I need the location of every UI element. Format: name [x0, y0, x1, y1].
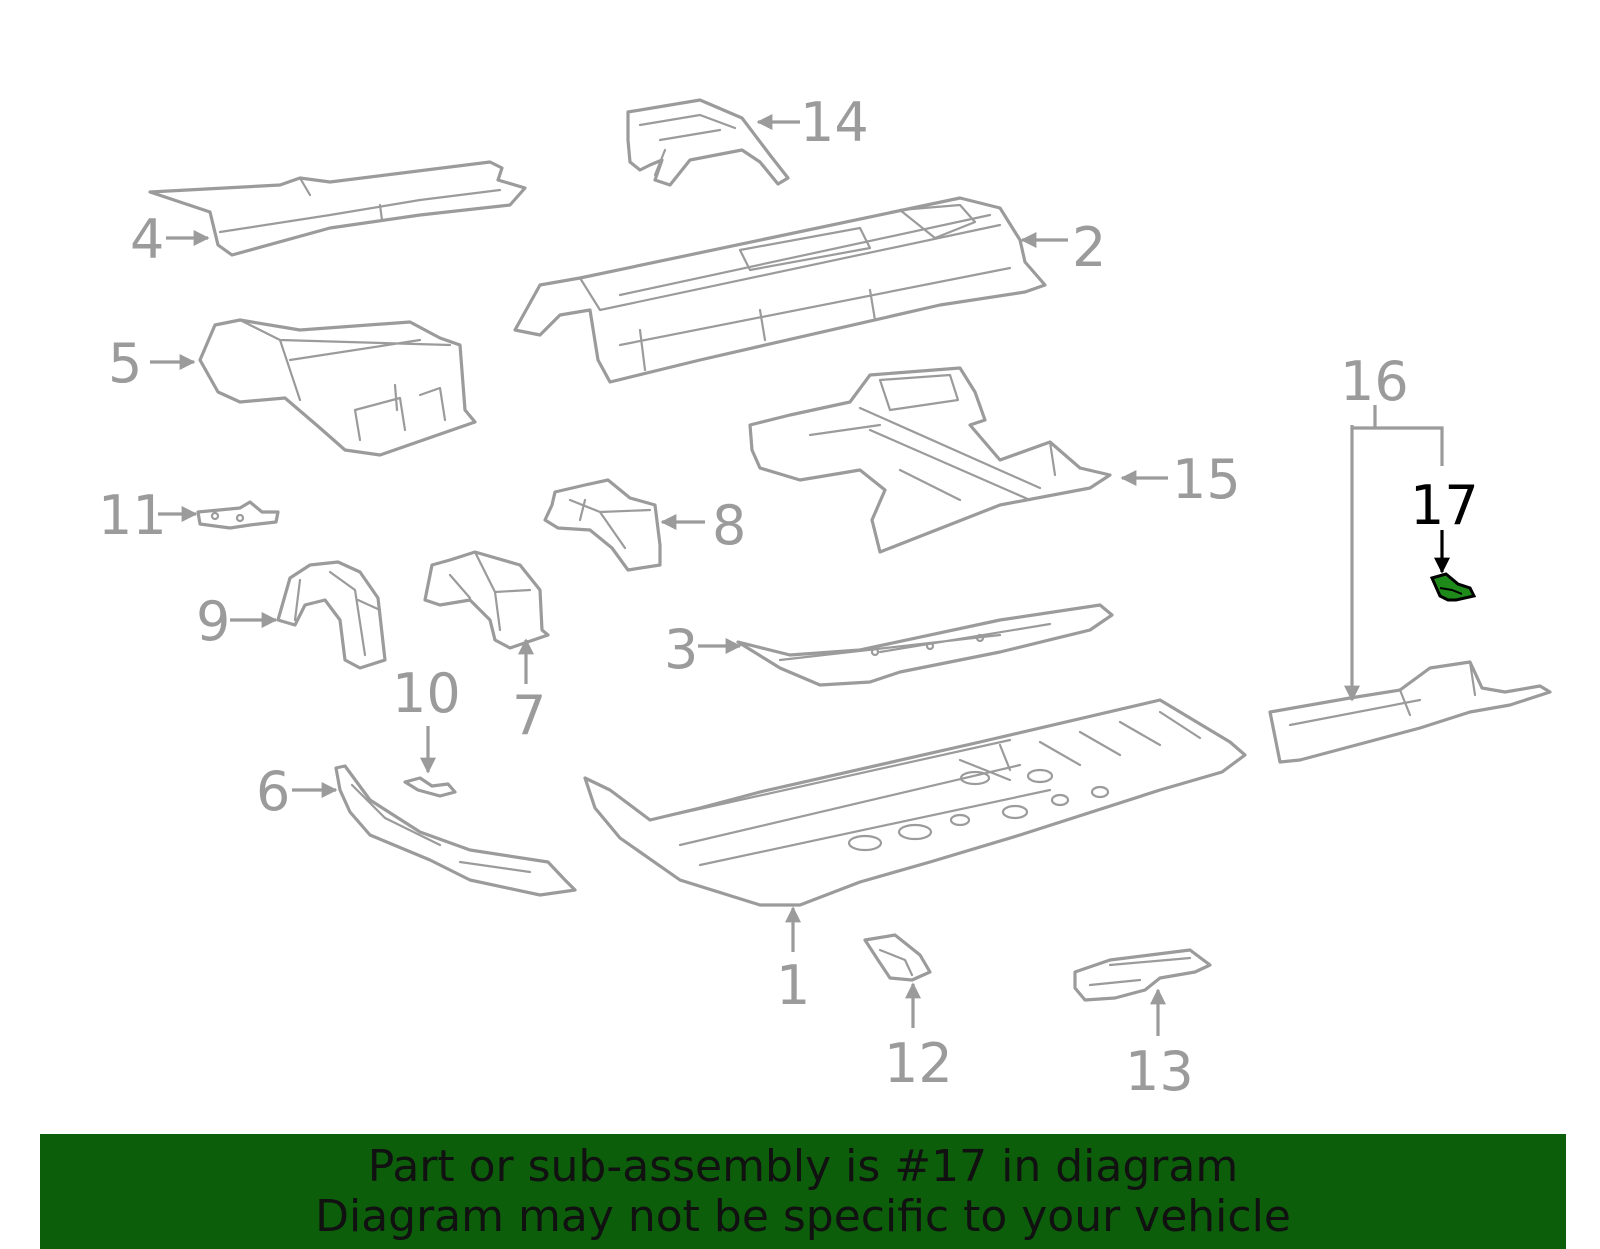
callout-17: 17 [1410, 474, 1479, 537]
callout-13: 13 [1125, 1040, 1194, 1103]
part-17[interactable] [1429, 572, 1477, 602]
part-3[interactable] [736, 603, 1114, 687]
info-banner: Part or sub-assembly is #17 in diagram D… [40, 1134, 1566, 1249]
callout-15: 15 [1172, 448, 1241, 511]
banner-line-part: Part or sub-assembly is #17 in diagram [367, 1140, 1239, 1192]
callout-4: 4 [130, 208, 164, 271]
part-5[interactable] [198, 318, 477, 457]
part-9[interactable] [276, 560, 387, 670]
part-16[interactable] [1268, 660, 1552, 764]
callout-11: 11 [98, 484, 167, 547]
callout-16: 16 [1340, 350, 1409, 413]
part-2[interactable] [513, 196, 1047, 384]
part-6[interactable] [334, 764, 577, 897]
part-12[interactable] [863, 933, 932, 982]
callout-1: 1 [776, 954, 810, 1017]
callout-8: 8 [712, 494, 746, 557]
part-14[interactable] [626, 98, 790, 187]
part-4[interactable] [148, 160, 527, 257]
part-7[interactable] [423, 550, 550, 650]
callout-2: 2 [1072, 216, 1106, 279]
callout-10: 10 [392, 662, 461, 725]
parts-diagram: 14 4 2 5 16 17 15 11 8 9 3 10 7 6 1 12 1… [98, 91, 1552, 1103]
part-10[interactable] [403, 776, 457, 798]
banner-line-disclaimer: Diagram may not be specific to your vehi… [315, 1190, 1291, 1242]
part-13[interactable] [1073, 948, 1212, 1002]
callout-5: 5 [108, 332, 142, 395]
bracket-16 [1350, 425, 1444, 466]
callout-12: 12 [884, 1032, 953, 1095]
callout-7: 7 [512, 684, 546, 747]
part-11[interactable] [196, 500, 280, 530]
part-1[interactable] [583, 698, 1247, 907]
part-15[interactable] [748, 366, 1112, 554]
callout-3: 3 [664, 618, 698, 681]
part-8[interactable] [543, 478, 662, 572]
callout-6: 6 [256, 760, 290, 823]
callout-14: 14 [800, 91, 869, 154]
callout-9: 9 [196, 590, 230, 653]
